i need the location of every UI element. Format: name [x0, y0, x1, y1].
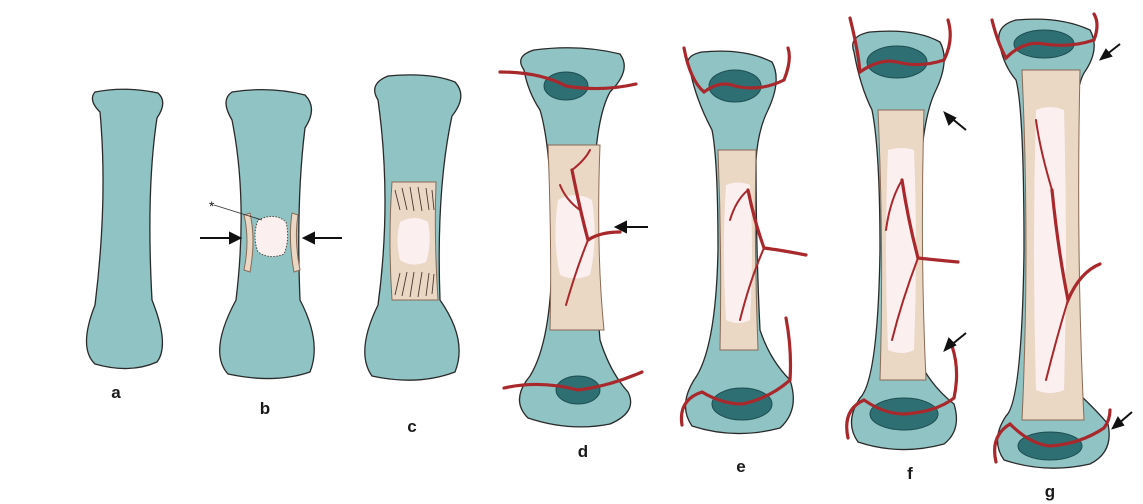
stage-d-vascular-invasion — [500, 48, 648, 427]
asterisk-label: * — [209, 198, 215, 214]
stage-f-growth-plates — [847, 18, 966, 450]
stage-c-primary-ossification — [365, 75, 461, 380]
label-d: d — [578, 442, 588, 461]
arrow-icon — [1113, 412, 1132, 428]
label-a: a — [111, 383, 121, 402]
arrow-icon — [1101, 44, 1120, 59]
arrow-icon — [945, 333, 966, 350]
arrow-icon — [304, 233, 342, 243]
label-g: g — [1045, 482, 1055, 501]
label-b: b — [260, 399, 270, 418]
stage-b-bone-collar: * — [200, 90, 342, 379]
stage-a-cartilage-model — [87, 89, 163, 368]
stage-e-secondary-centers — [681, 48, 806, 434]
arrow-icon — [945, 113, 966, 130]
label-f: f — [907, 464, 913, 483]
stage-g-mature-bone — [992, 14, 1132, 468]
label-c: c — [407, 417, 416, 436]
arrow-icon — [616, 222, 648, 232]
label-e: e — [736, 457, 745, 476]
arrow-icon — [200, 233, 240, 243]
